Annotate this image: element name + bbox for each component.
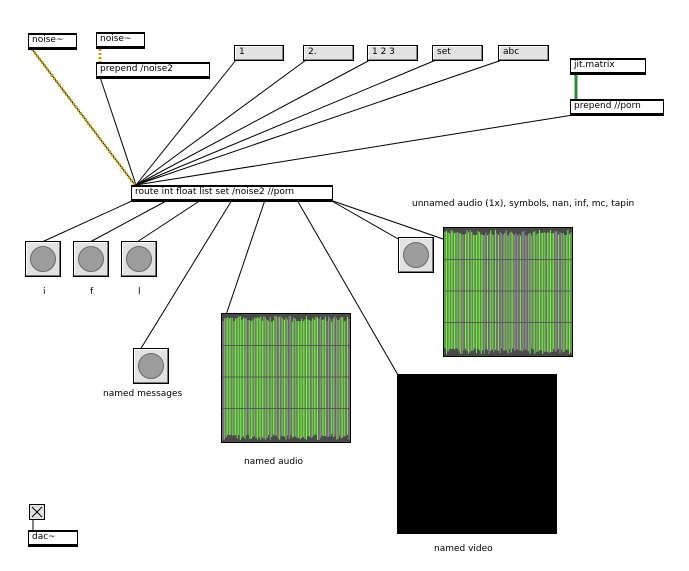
patchcord-route-named-video[interactable] bbox=[296, 199, 399, 376]
patchcord-prepend-noise2-route[interactable] bbox=[99, 76, 137, 186]
patchcord-noise1-route-dark bbox=[31, 48, 136, 186]
message-box-3[interactable]: 1 2 3 bbox=[367, 45, 418, 61]
x-toggle-icon bbox=[31, 506, 43, 518]
label-named-messages: named messages bbox=[103, 389, 183, 399]
message-box-5-text: abc bbox=[503, 47, 520, 57]
label-l: l bbox=[138, 287, 141, 297]
message-box-4[interactable]: set bbox=[432, 45, 483, 61]
noise-object-1[interactable]: noise~ bbox=[28, 33, 77, 50]
message-box-2[interactable]: 2. bbox=[303, 45, 354, 61]
bang-button-i[interactable] bbox=[25, 241, 61, 277]
jit-matrix-text: jit.matrix bbox=[574, 60, 615, 70]
prepend-porn-text: prepend //porn bbox=[574, 101, 641, 111]
label-unnamed-audio: unnamed audio (1x), symbols, nan, inf, m… bbox=[412, 199, 635, 209]
patchcord-route-l[interactable] bbox=[136, 199, 202, 243]
patchcord-msg3-route[interactable] bbox=[135, 59, 371, 186]
patchcord-route-f[interactable] bbox=[89, 199, 169, 243]
label-i: i bbox=[43, 287, 46, 297]
route-text: route int float list set /noise2 //porn bbox=[135, 187, 295, 197]
prepend-noise2-text: prepend /noise2 bbox=[100, 64, 173, 74]
patchcord-route-i[interactable] bbox=[41, 199, 135, 243]
patchcord-route-named-audio[interactable] bbox=[225, 199, 266, 316]
patchcord-route-unnamed-bang[interactable] bbox=[329, 199, 401, 241]
prepend-noise2-object[interactable]: prepend /noise2 bbox=[96, 62, 210, 79]
label-named-video: named video bbox=[434, 544, 493, 554]
bang-button-l[interactable] bbox=[121, 241, 157, 277]
bang-button-f[interactable] bbox=[73, 241, 109, 277]
label-named-audio: named audio bbox=[244, 457, 304, 467]
patchcord-msg5-route[interactable] bbox=[135, 59, 503, 186]
patchcord-prepend-porn-route[interactable] bbox=[135, 114, 574, 186]
message-box-3-text: 1 2 3 bbox=[372, 47, 395, 57]
bang-circle-icon bbox=[78, 246, 104, 272]
dac-text: dac~ bbox=[32, 532, 56, 542]
video-display-named[interactable] bbox=[397, 374, 557, 534]
scope-unnamed-audio-waveform bbox=[444, 230, 572, 354]
bang-button-named-messages[interactable] bbox=[133, 348, 169, 384]
patchcord-msg2-route[interactable] bbox=[135, 59, 307, 186]
noise-object-2-text: noise~ bbox=[100, 34, 132, 44]
dac-object[interactable]: dac~ bbox=[28, 530, 78, 547]
label-f: f bbox=[90, 287, 94, 297]
route-object[interactable]: route int float list set /noise2 //porn bbox=[131, 185, 333, 202]
prepend-porn-object[interactable]: prepend //porn bbox=[570, 99, 664, 116]
jit-matrix-object[interactable]: jit.matrix bbox=[570, 58, 646, 75]
message-box-5[interactable]: abc bbox=[498, 45, 549, 61]
dac-toggle[interactable] bbox=[29, 504, 45, 520]
noise-object-2[interactable]: noise~ bbox=[96, 32, 145, 49]
patchcord-msg1-route[interactable] bbox=[135, 59, 237, 186]
bang-button-unnamed[interactable] bbox=[398, 237, 434, 273]
scope-named-audio-waveform bbox=[222, 315, 350, 441]
message-box-1[interactable]: 1 bbox=[234, 45, 284, 61]
bang-circle-icon bbox=[403, 242, 429, 268]
patchcord-noise1-route[interactable] bbox=[30, 48, 137, 186]
message-box-1-text: 1 bbox=[239, 47, 245, 57]
patchcord-route-unnamed-audio[interactable] bbox=[329, 199, 447, 241]
message-box-4-text: set bbox=[437, 47, 451, 57]
noise-object-1-text: noise~ bbox=[32, 35, 64, 45]
patchcord-msg4-route[interactable] bbox=[135, 59, 437, 186]
patchcord-route-named-messages[interactable] bbox=[139, 199, 233, 351]
bang-circle-icon bbox=[126, 246, 152, 272]
bang-circle-icon bbox=[138, 353, 164, 379]
scope-unnamed-audio[interactable] bbox=[443, 227, 573, 357]
scope-named-audio[interactable] bbox=[221, 313, 351, 443]
message-box-2-text: 2. bbox=[308, 47, 317, 57]
bang-circle-icon bbox=[30, 246, 56, 272]
